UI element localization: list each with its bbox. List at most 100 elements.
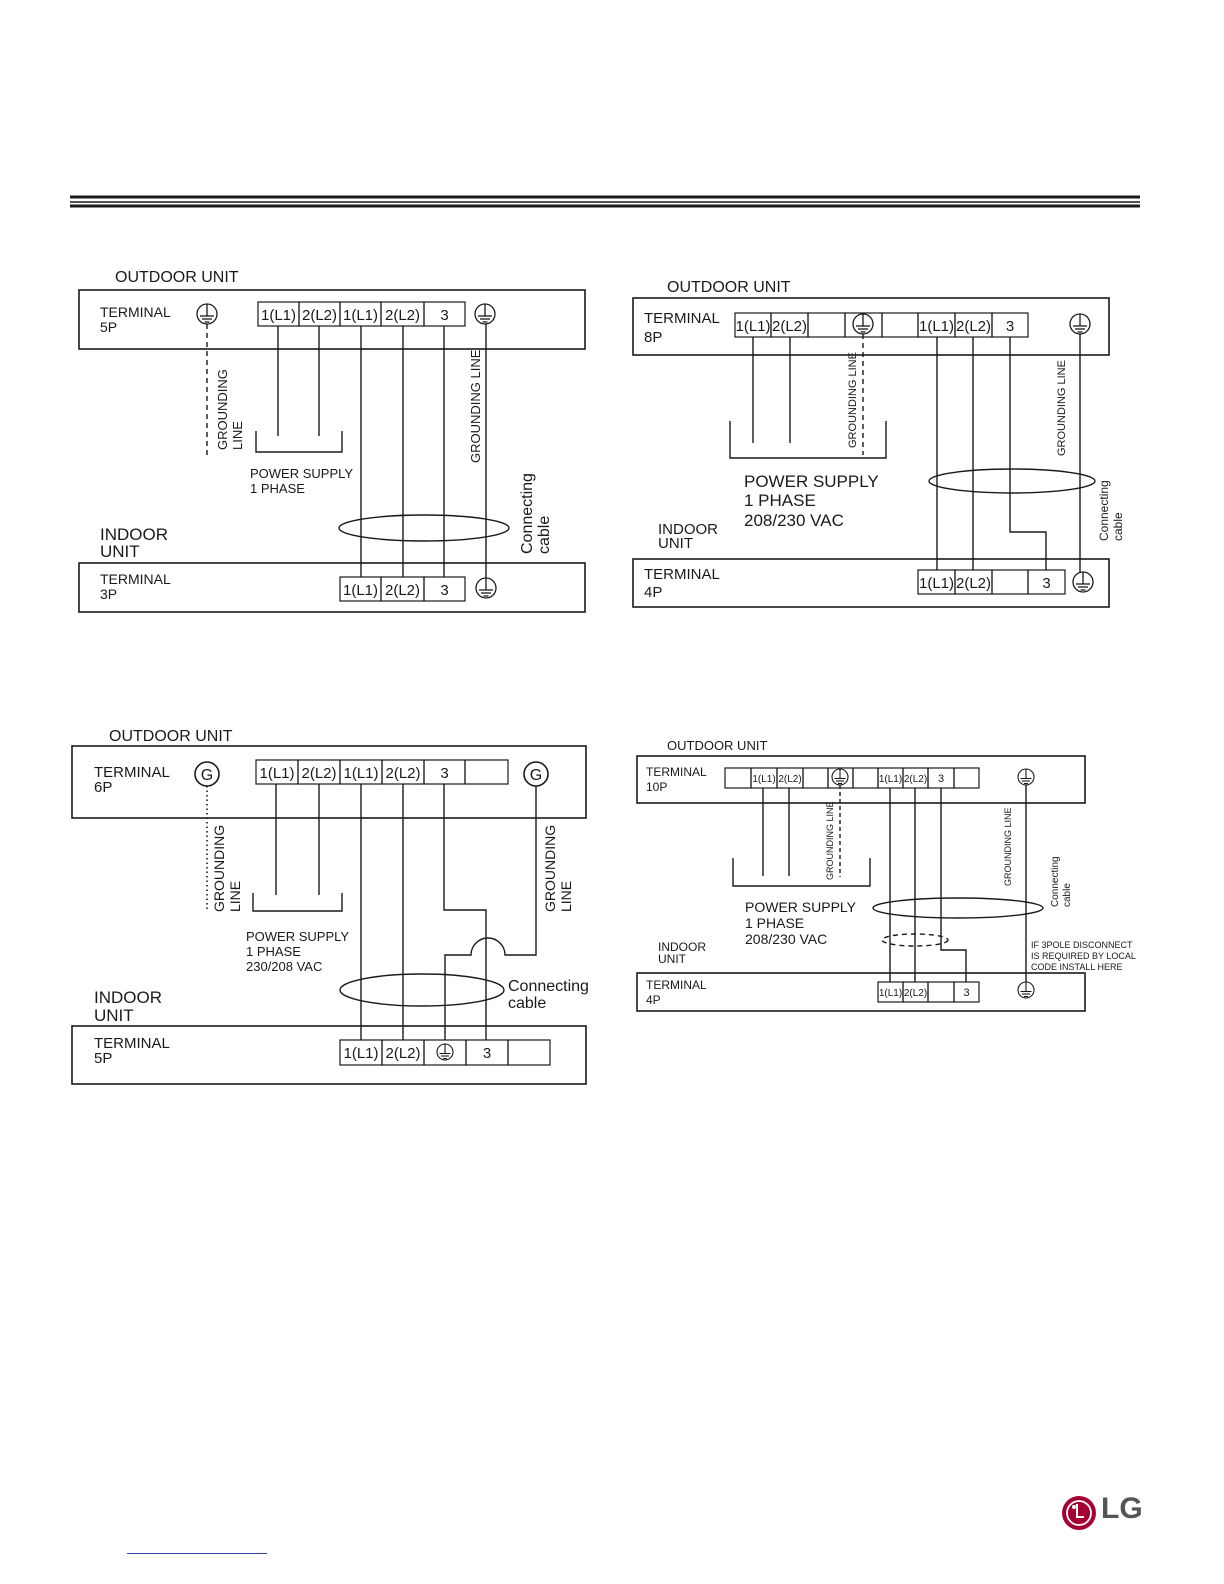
outdoor-terminal-strip: 1(L1) 2(L2) 1(L1) 2(L2) 3 [734,312,1029,338]
diagram-2: OUTDOOR UNIT TERMINAL 8P 1(L1) 2(L2) 1(L… [632,279,1125,608]
terminal-label: TERMINAL [100,304,171,320]
indoor-unit-label: UNIT [658,535,693,552]
connecting-cable-label: Connecting cable [1050,856,1073,907]
terminal-cell: 1(L1) [261,307,296,324]
outdoor-terminal-strip: 1(L1) 2(L2) 1(L1) 2(L2) 3 [255,759,509,785]
indoor-unit-label: UNIT [94,1006,134,1025]
svg-text:2(L2): 2(L2) [772,318,807,335]
power-supply-voltage: 230/208 VAC [246,959,322,974]
power-supply-label: POWER SUPPLY [246,929,349,944]
cable-bundle-ellipse [339,973,505,1007]
power-supply-phase: 1 PHASE [744,491,816,510]
ground-g-icon: G [194,761,220,787]
indoor-terminal-block [636,972,1086,1012]
grounding-line-label: GROUNDING LINE [1056,360,1068,456]
diagram-4: OUTDOOR UNIT TERMINAL 10P 1(L1) 2(L2) 1(… [636,738,1136,1012]
indoor-unit-label: INDOOR [658,940,706,954]
outdoor-terminal-block [78,289,586,350]
connecting-cable-label: Connecting [508,978,589,995]
disconnect-ellipse [881,933,949,947]
diagram-3: OUTDOOR UNIT TERMINAL 6P G 1(L1) 2(L2) 1… [71,728,589,1085]
grounding-line-label: GROUNDING LINE [215,369,245,450]
power-supply-label: POWER SUPPLY [744,472,879,491]
grounding-line-label: GROUNDING LINE [542,825,574,912]
outdoor-unit-label: OUTDOOR UNIT [115,269,239,286]
terminal-label: TERMINAL [94,764,170,781]
power-supply-bracket [729,421,887,459]
outdoor-unit-label: OUTDOOR UNIT [667,738,767,753]
svg-text:Connecting: Connecting [1097,480,1111,541]
svg-text:1(L1): 1(L1) [879,988,902,999]
svg-text:Connecting: Connecting [1050,856,1061,907]
terminal-label: TERMINAL [644,310,720,327]
svg-text:2(L2): 2(L2) [956,575,991,592]
svg-text:1(L1): 1(L1) [919,318,954,335]
svg-text:cable: cable [1062,883,1073,907]
svg-text:1(L1): 1(L1) [259,765,294,782]
svg-text:2(L2): 2(L2) [385,582,420,599]
svg-text:3: 3 [440,582,448,599]
svg-text:1(L1): 1(L1) [919,575,954,592]
disconnect-note: IF 3POLE DISCONNECT [1031,940,1133,950]
outdoor-unit-label: OUTDOOR UNIT [109,728,233,745]
svg-text:3: 3 [1006,318,1014,335]
grounding-line-label: GROUNDING LINE [468,349,483,463]
svg-text:2(L2): 2(L2) [301,765,336,782]
terminal-size: 10P [646,780,667,794]
connecting-cable-label: Connecting cable [1097,480,1125,541]
svg-text:GROUNDING: GROUNDING [215,369,230,450]
power-supply-label: POWER SUPPLY [745,899,857,915]
outdoor-terminal-block [636,755,1086,804]
svg-text:LINE: LINE [558,881,574,912]
indoor-terminal-block [78,562,586,613]
outdoor-terminal-block [632,297,1110,356]
indoor-unit-label: INDOOR [100,525,168,544]
svg-text:GROUNDING: GROUNDING [542,825,558,912]
power-supply-phase: 1 PHASE [250,481,305,496]
ground-icon [436,1043,454,1061]
svg-text:1(L1): 1(L1) [343,582,378,599]
svg-text:2(L2): 2(L2) [385,1045,420,1062]
diagram-1: OUTDOOR UNIT TERMINAL 5P 1(L1) 2(L2) 1(L… [78,269,586,613]
svg-text:1(L1): 1(L1) [343,1045,378,1062]
power-supply-voltage: 208/230 VAC [745,931,827,947]
svg-text:3: 3 [963,987,969,999]
ground-icon [1069,313,1091,335]
lg-logo-icon [1062,1496,1096,1530]
svg-text:3: 3 [440,765,448,782]
terminal-cell: 2(L2) [302,307,337,324]
svg-text:3: 3 [938,773,944,785]
grounding-line-label: GROUNDING LINE [1003,807,1013,886]
terminal-size: 4P [644,584,662,601]
terminal-label: TERMINAL [644,566,720,583]
ground-icon [475,577,497,599]
svg-text:2(L2): 2(L2) [385,765,420,782]
svg-text:LINE: LINE [227,881,243,912]
cable-bundle-ellipse [338,514,510,542]
terminal-label: TERMINAL [100,571,171,587]
terminal-label: TERMINAL [646,978,707,992]
svg-text:cable: cable [536,516,553,554]
ground-icon [831,768,849,786]
svg-text:1(L1): 1(L1) [735,318,770,335]
indoor-unit-label: INDOOR [658,521,718,538]
power-supply-bracket [252,893,343,912]
svg-text:1(L1): 1(L1) [343,765,378,782]
indoor-terminal-strip: 1(L1) 2(L2) 3 [339,576,466,602]
grounding-line-label: GROUNDING LINE [211,825,243,912]
outdoor-terminal-block [71,745,587,819]
svg-text:1(L1): 1(L1) [879,774,902,785]
terminal-label: TERMINAL [94,1035,170,1052]
outdoor-unit-label: OUTDOOR UNIT [667,279,791,296]
cable-bundle-ellipse [872,897,1044,919]
svg-text:3: 3 [1042,575,1050,592]
ground-icon [1017,981,1035,999]
grounding-line-label: GROUNDING LINE [825,801,835,880]
cable-bundle-ellipse [928,468,1096,494]
ground-icon [1072,571,1094,593]
outdoor-terminal-strip: 1(L1) 2(L2) 1(L1) 2(L2) 3 [257,301,466,327]
terminal-size: 4P [646,993,661,1007]
ground-jumper-wire [444,786,537,1040]
indoor-unit-label: INDOOR [94,988,162,1007]
